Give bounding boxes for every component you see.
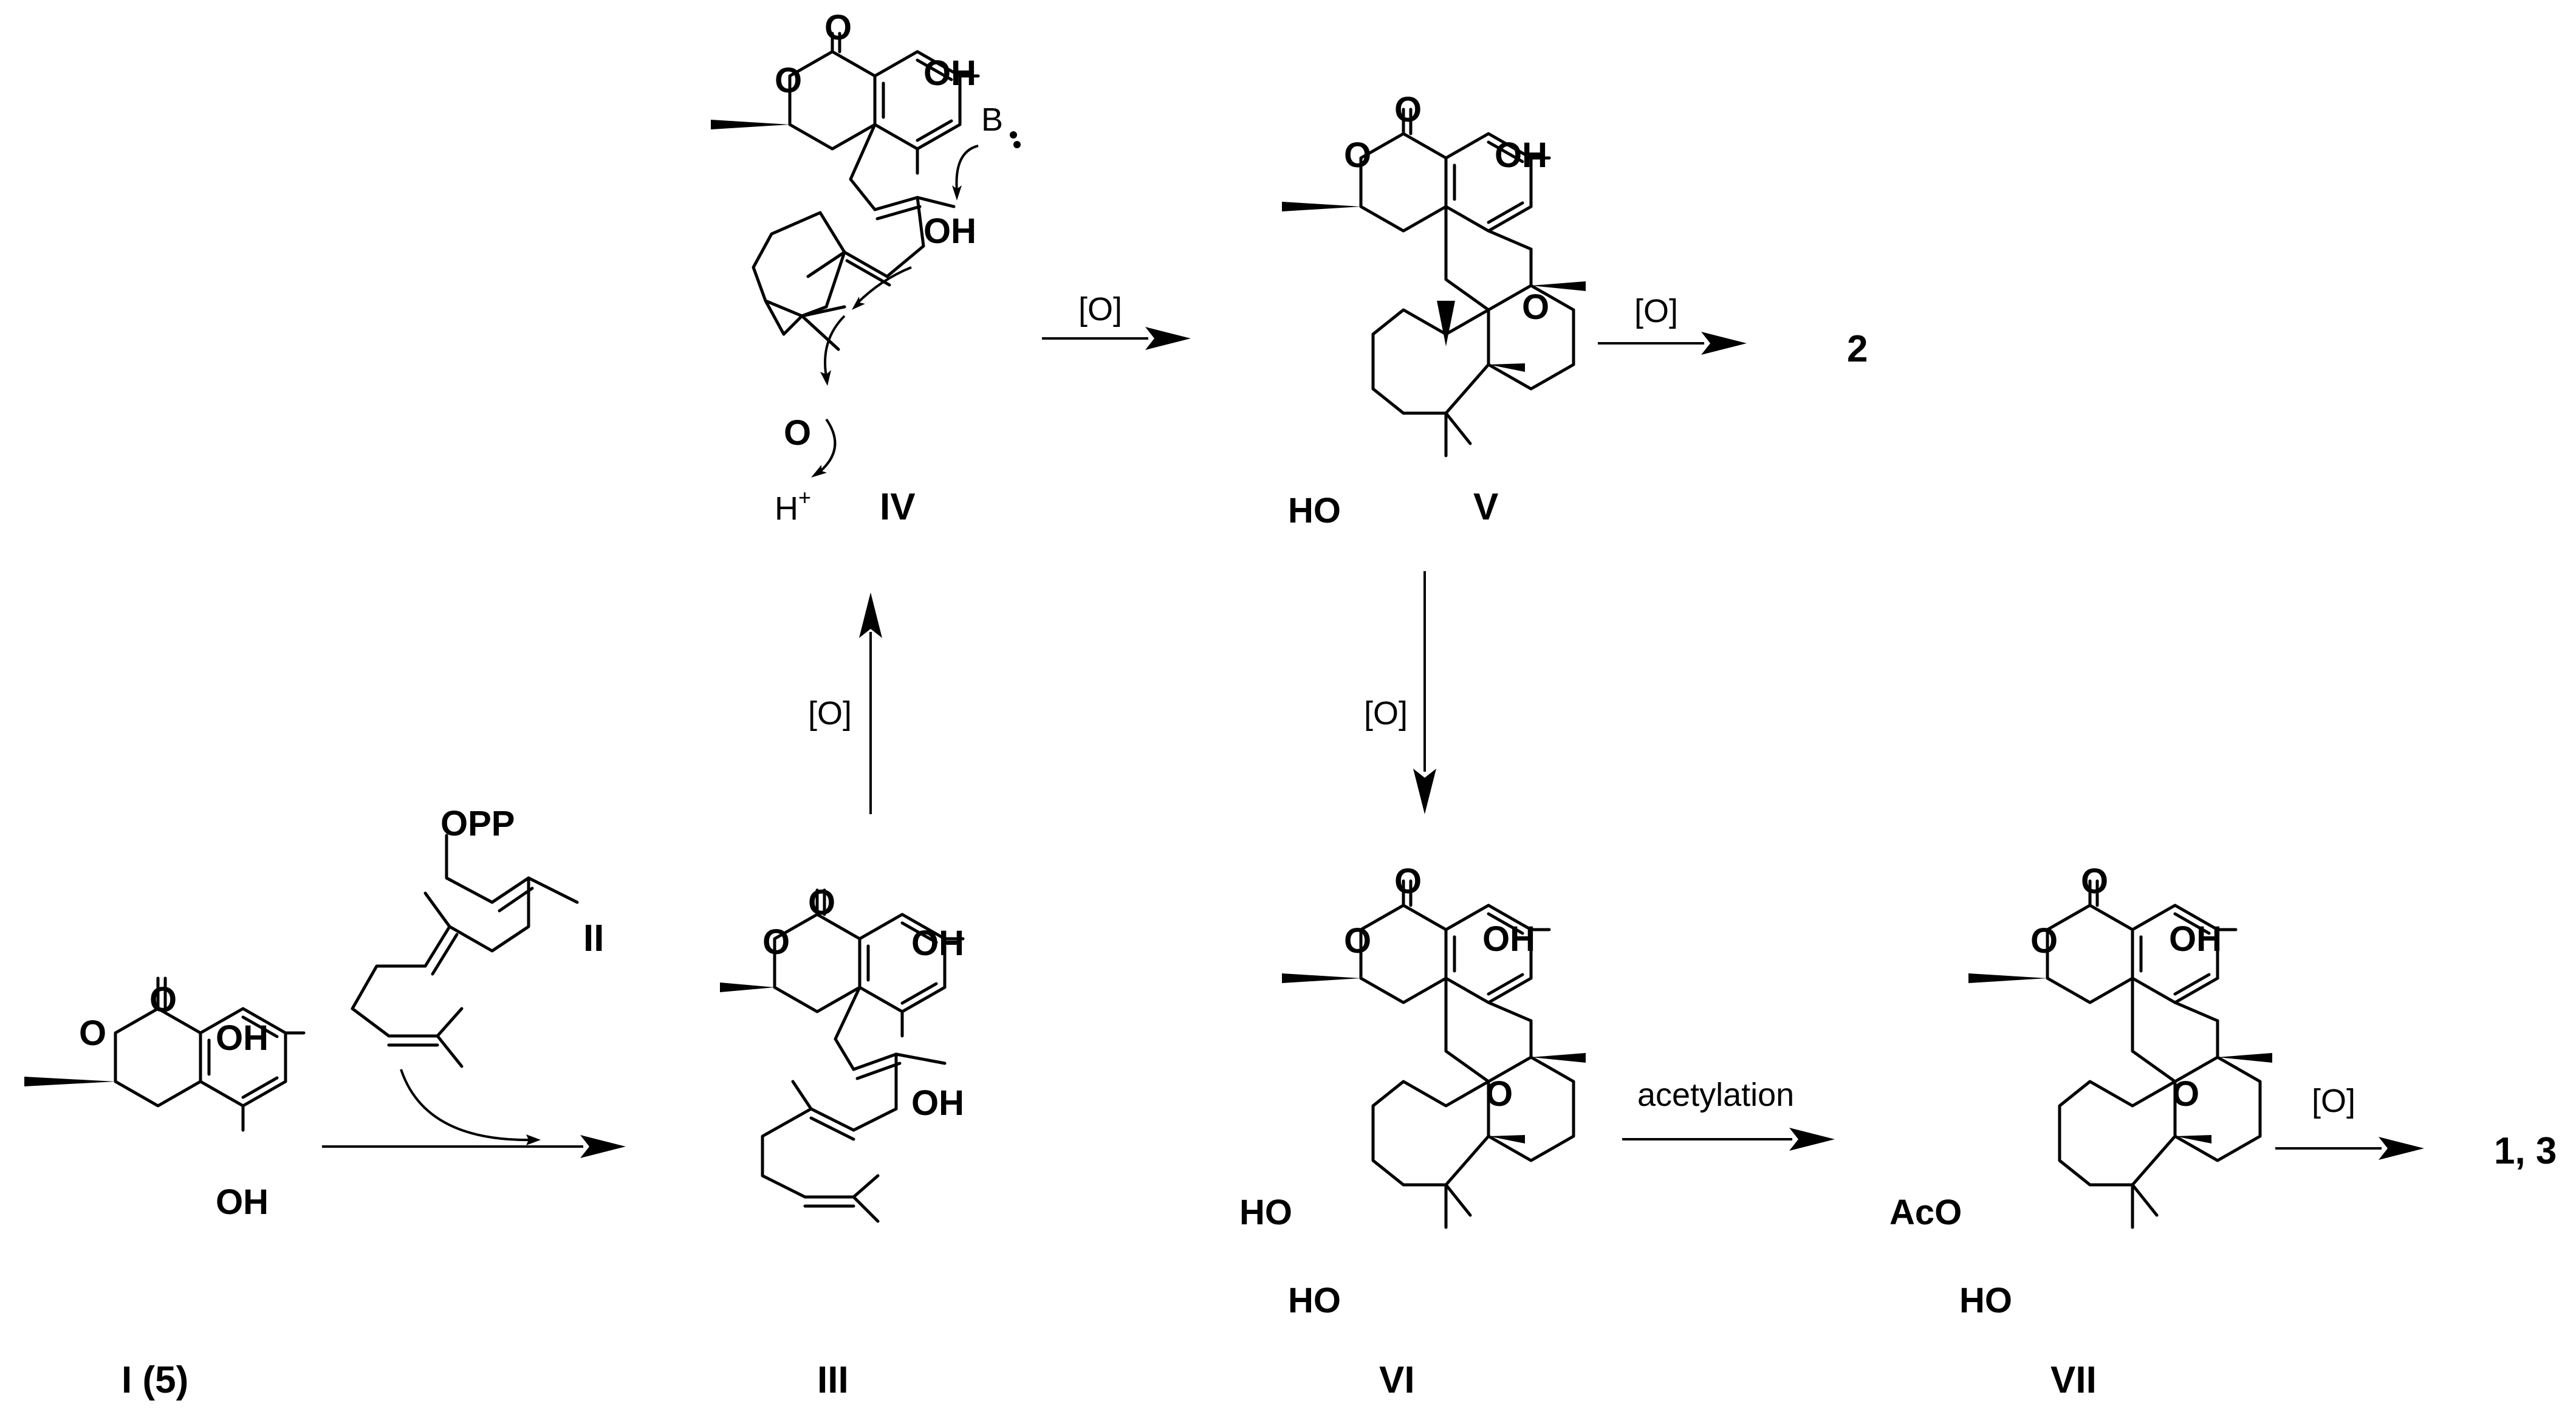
electron-push-arrows [811, 145, 979, 478]
reagent-label: acetylation [1637, 1077, 1794, 1113]
product-label-1-3: 1, 3 [2494, 1130, 2557, 1172]
arrow-VII-to-1-3 [2275, 1137, 2424, 1160]
atom-label: OH [923, 53, 976, 93]
atom-label: O [2081, 862, 2108, 901]
compound-V [1282, 108, 1586, 458]
compound-VII [1968, 879, 2272, 1229]
atom-label: OPP [440, 804, 515, 843]
atom-label: O [2172, 1074, 2199, 1114]
compound-I [24, 976, 306, 1132]
atom-label: O [762, 922, 790, 962]
atom-label: O [808, 883, 835, 922]
compound-label-I: I (5) [122, 1359, 188, 1401]
atom-label: O [79, 1013, 106, 1053]
lone-pair-dot [1010, 131, 1017, 139]
reagent-label: [O] [1078, 291, 1122, 327]
atom-label: OH [911, 924, 964, 963]
atom-label: HO [1239, 1193, 1292, 1232]
atom-label: O [1344, 135, 1371, 175]
atom-label: HO [1959, 1281, 2012, 1320]
reagent-label: [O] [2312, 1083, 2355, 1119]
atom-label: O [1394, 862, 1422, 901]
arrow-V-to-2 [1598, 332, 1747, 355]
atom-label: OH [1482, 919, 1535, 959]
atom-label: OH [911, 1083, 964, 1123]
atom-label: O [775, 61, 802, 100]
arrow-VI-to-VII [1622, 1128, 1835, 1151]
reagent-label: [O] [808, 695, 852, 732]
atom-label: O [1485, 1074, 1513, 1114]
atom-label: O [824, 8, 852, 47]
compound-label-III: III [817, 1359, 849, 1401]
arrow-V-to-VI [1413, 571, 1436, 814]
atom-label: AcO [1889, 1193, 1962, 1232]
atom-label: O [149, 980, 177, 1020]
atom-label: OH [2169, 919, 2222, 959]
atom-label: OH [216, 1018, 269, 1058]
atom-label: O [1522, 287, 1549, 327]
atom-label: O [1344, 921, 1371, 961]
product-label-2: 2 [1847, 328, 1868, 370]
compound-label-IV: IV [880, 486, 916, 528]
atom-label: O [1394, 90, 1422, 129]
compound-label-VI: VI [1379, 1359, 1415, 1401]
compound-label-II: II [583, 917, 604, 959]
atom-label: OH [923, 211, 976, 251]
atom-label: OH [216, 1182, 269, 1222]
compound-label-VII: VII [2050, 1359, 2097, 1401]
atom-label: HO [1288, 491, 1341, 530]
atom-label: OH [1495, 135, 1547, 175]
compound-III [720, 888, 965, 1223]
reagent-label: [O] [1634, 293, 1678, 329]
atom-label: O [784, 413, 811, 453]
compound-II [351, 834, 579, 1068]
arrow-III-to-IV [859, 592, 882, 814]
lone-pair-dot [1013, 141, 1021, 148]
atom-label: HO [1288, 1281, 1341, 1320]
compound-VI [1282, 879, 1586, 1229]
reagent-label: [O] [1364, 695, 1408, 732]
arrow-IV-to-V [1042, 327, 1191, 350]
arrow-I-to-III [322, 1069, 626, 1158]
compound-label-V: V [1473, 486, 1498, 528]
compound-IV [711, 32, 980, 351]
base-label: B [981, 101, 1003, 138]
proton-label: H+ [775, 485, 811, 527]
atom-label: O [2030, 921, 2058, 961]
